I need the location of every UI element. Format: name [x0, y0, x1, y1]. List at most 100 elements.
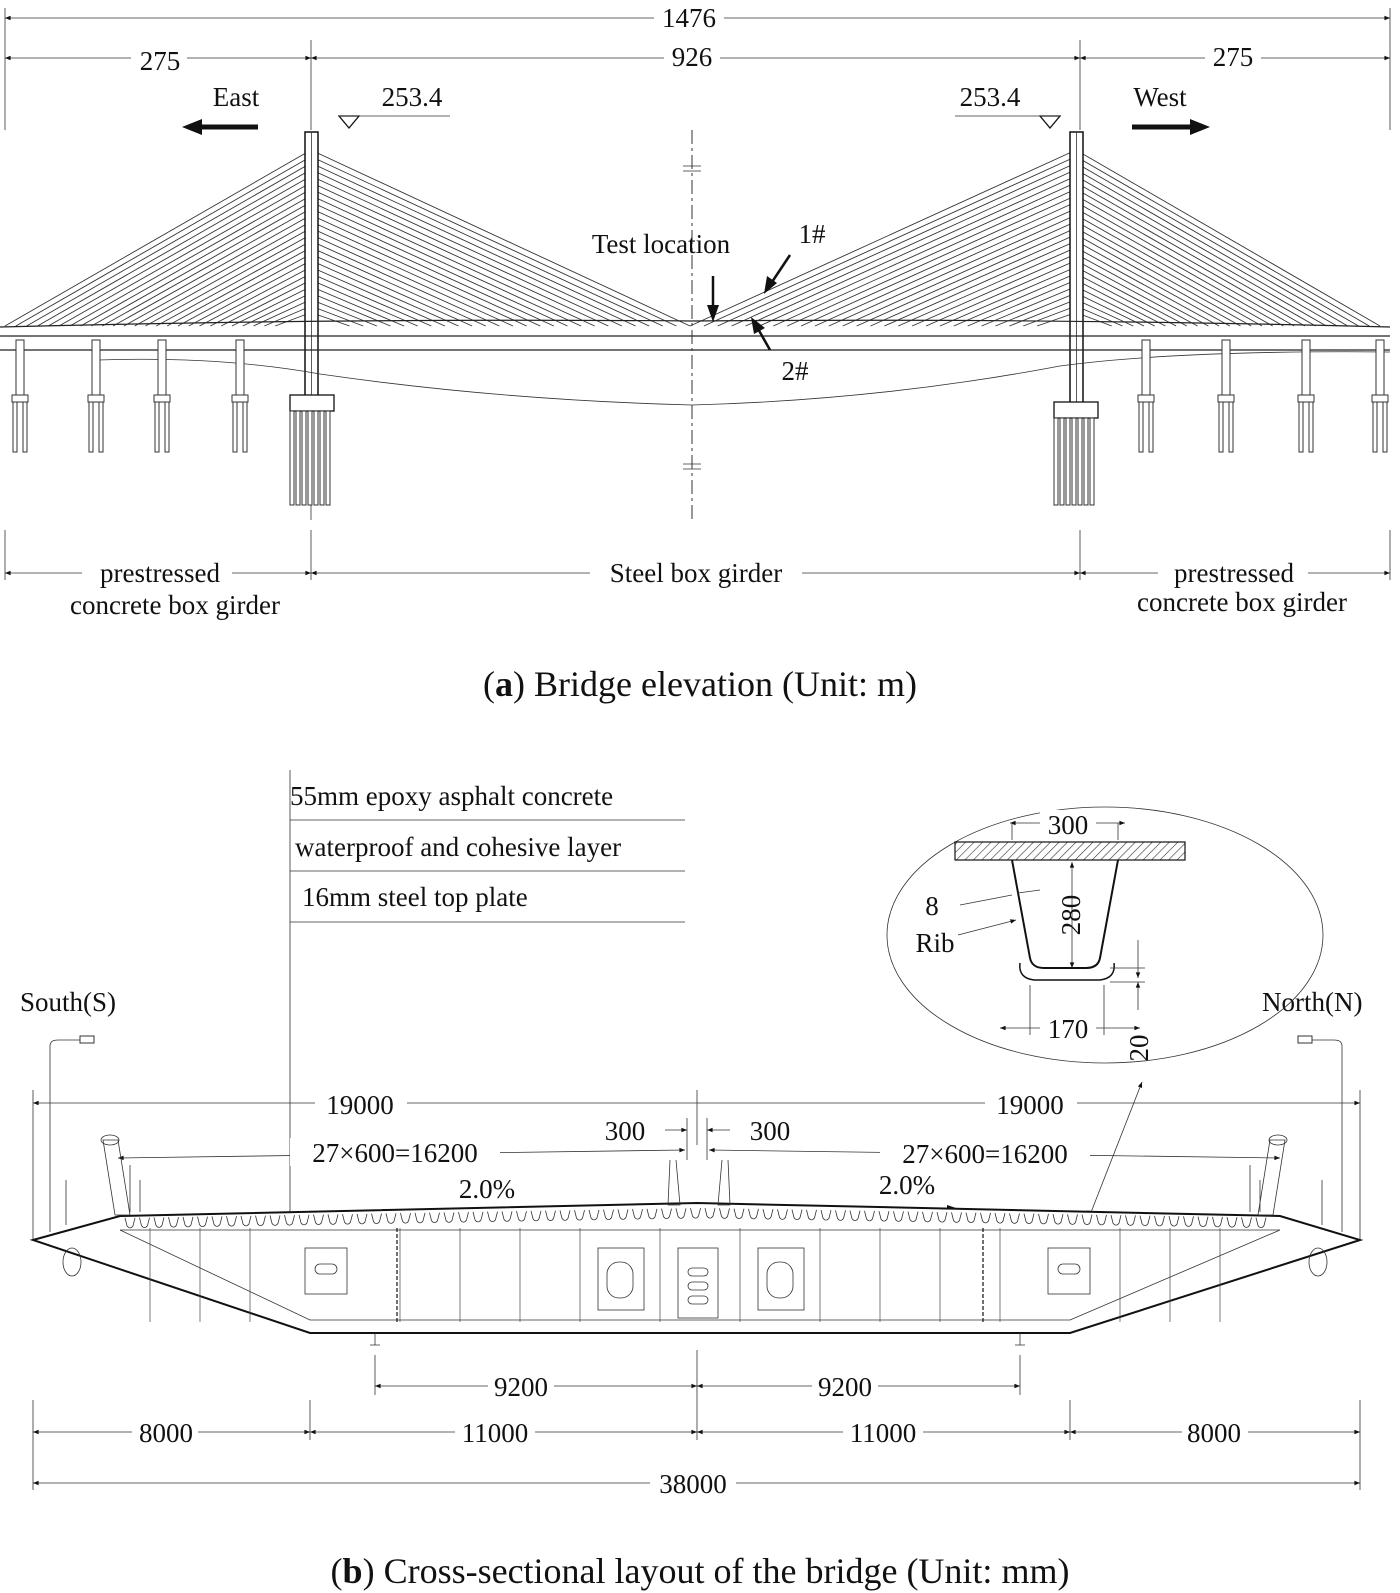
cable — [102, 208, 312, 327]
deck-rib — [226, 1216, 237, 1227]
deck-rib — [661, 1208, 672, 1220]
cable — [1075, 279, 1166, 327]
cable — [310, 260, 459, 327]
deck-rib — [240, 1215, 252, 1227]
center-line — [683, 130, 701, 520]
deck-rib — [284, 1215, 295, 1226]
cable — [1075, 221, 1263, 327]
side-pier — [87, 339, 105, 453]
deck-rib — [1081, 1214, 1093, 1226]
cable — [37, 169, 312, 327]
pile — [1077, 417, 1083, 506]
deck-rib — [1110, 1215, 1122, 1226]
side-piers — [11, 339, 1389, 453]
cable — [1075, 162, 1359, 327]
side-pier — [1297, 339, 1315, 453]
cable — [310, 305, 364, 327]
cable — [220, 279, 312, 327]
cable — [310, 299, 378, 327]
slope-left: 2.0% — [459, 1174, 515, 1204]
cable — [310, 162, 663, 327]
cable — [26, 162, 312, 327]
cable — [800, 201, 1077, 327]
cable — [145, 234, 312, 327]
deck-rib — [574, 1210, 585, 1221]
tower-elevation-right: 253.4 — [955, 82, 1062, 130]
cable — [48, 175, 312, 327]
cable — [1075, 240, 1230, 327]
deck-rib — [733, 1208, 745, 1220]
dim-side-span-right: 275 — [1213, 42, 1254, 72]
cable — [689, 149, 1077, 327]
deck-rib — [704, 1208, 716, 1219]
pile — [1065, 417, 1071, 506]
cable — [1075, 182, 1327, 327]
cable — [1075, 286, 1155, 327]
cable — [123, 221, 312, 327]
deck-rib — [951, 1212, 962, 1223]
deck-rib — [356, 1213, 368, 1225]
cable — [828, 214, 1077, 327]
deck-rib — [806, 1209, 817, 1221]
cable — [310, 279, 418, 327]
cable — [310, 188, 609, 327]
cable — [1075, 195, 1306, 327]
cable — [1075, 214, 1273, 327]
cable — [884, 240, 1077, 327]
girder-main-label: Steel box girder — [610, 558, 782, 588]
dim-center-right: 300 — [750, 1116, 791, 1146]
arrow-left-icon — [182, 119, 202, 135]
deck-rib — [675, 1208, 687, 1219]
deck-rib — [472, 1211, 484, 1223]
deck-rib — [849, 1210, 861, 1222]
cable — [310, 221, 541, 327]
tower-right — [1053, 131, 1099, 506]
cable — [1009, 299, 1077, 327]
cable — [1075, 156, 1370, 327]
cable — [1023, 305, 1077, 327]
deck-rib — [690, 1208, 701, 1219]
cable — [310, 286, 405, 327]
deck-rib — [777, 1209, 788, 1220]
deck-rib — [255, 1215, 266, 1227]
deck-rib — [994, 1213, 1006, 1224]
cable — [1075, 227, 1252, 327]
cable — [4, 149, 312, 327]
layer-legend: 55mm epoxy asphalt concrete waterproof a… — [289, 770, 685, 1220]
caption-cross-section: (b) Cross-sectional layout of the bridge… — [331, 1551, 1070, 1591]
deck-rib — [1197, 1216, 1209, 1228]
deck-rib — [1154, 1215, 1165, 1227]
cable — [310, 266, 446, 327]
cable — [112, 214, 312, 327]
detail-thickness: 8 — [925, 891, 939, 921]
dim-bottom-3: 11000 — [850, 1418, 917, 1448]
deck-rib — [965, 1212, 977, 1224]
cable — [310, 195, 595, 327]
deck-rib — [182, 1216, 194, 1228]
deck-rib — [1255, 1217, 1267, 1229]
side-pier — [231, 339, 249, 453]
deck-rib — [835, 1210, 846, 1221]
cable — [15, 156, 312, 327]
direction-east: East — [182, 82, 260, 135]
deck-rib — [559, 1210, 571, 1221]
south-label: South(S) — [20, 987, 116, 1017]
cable — [981, 286, 1077, 327]
dim-total-length: 1476 — [662, 3, 716, 33]
side-pier — [153, 339, 171, 453]
caption-elevation: (a) Bridge elevation (Unit: m) — [483, 664, 917, 704]
deck-rib — [313, 1214, 324, 1226]
deck-rib — [762, 1209, 774, 1220]
deck-rib — [1226, 1217, 1238, 1228]
deck-rib — [719, 1208, 730, 1219]
rib-detail: 300 280 8 Rib 170 20 — [886, 806, 1324, 1240]
deck-rib — [1038, 1213, 1049, 1225]
deck-rib — [936, 1212, 948, 1223]
cable — [310, 247, 486, 327]
pile — [319, 410, 325, 506]
deck-rib — [269, 1215, 281, 1226]
marker-1-label: 1# — [799, 219, 827, 249]
cable — [703, 156, 1077, 327]
cable — [310, 273, 432, 327]
deck-rib — [371, 1213, 382, 1225]
